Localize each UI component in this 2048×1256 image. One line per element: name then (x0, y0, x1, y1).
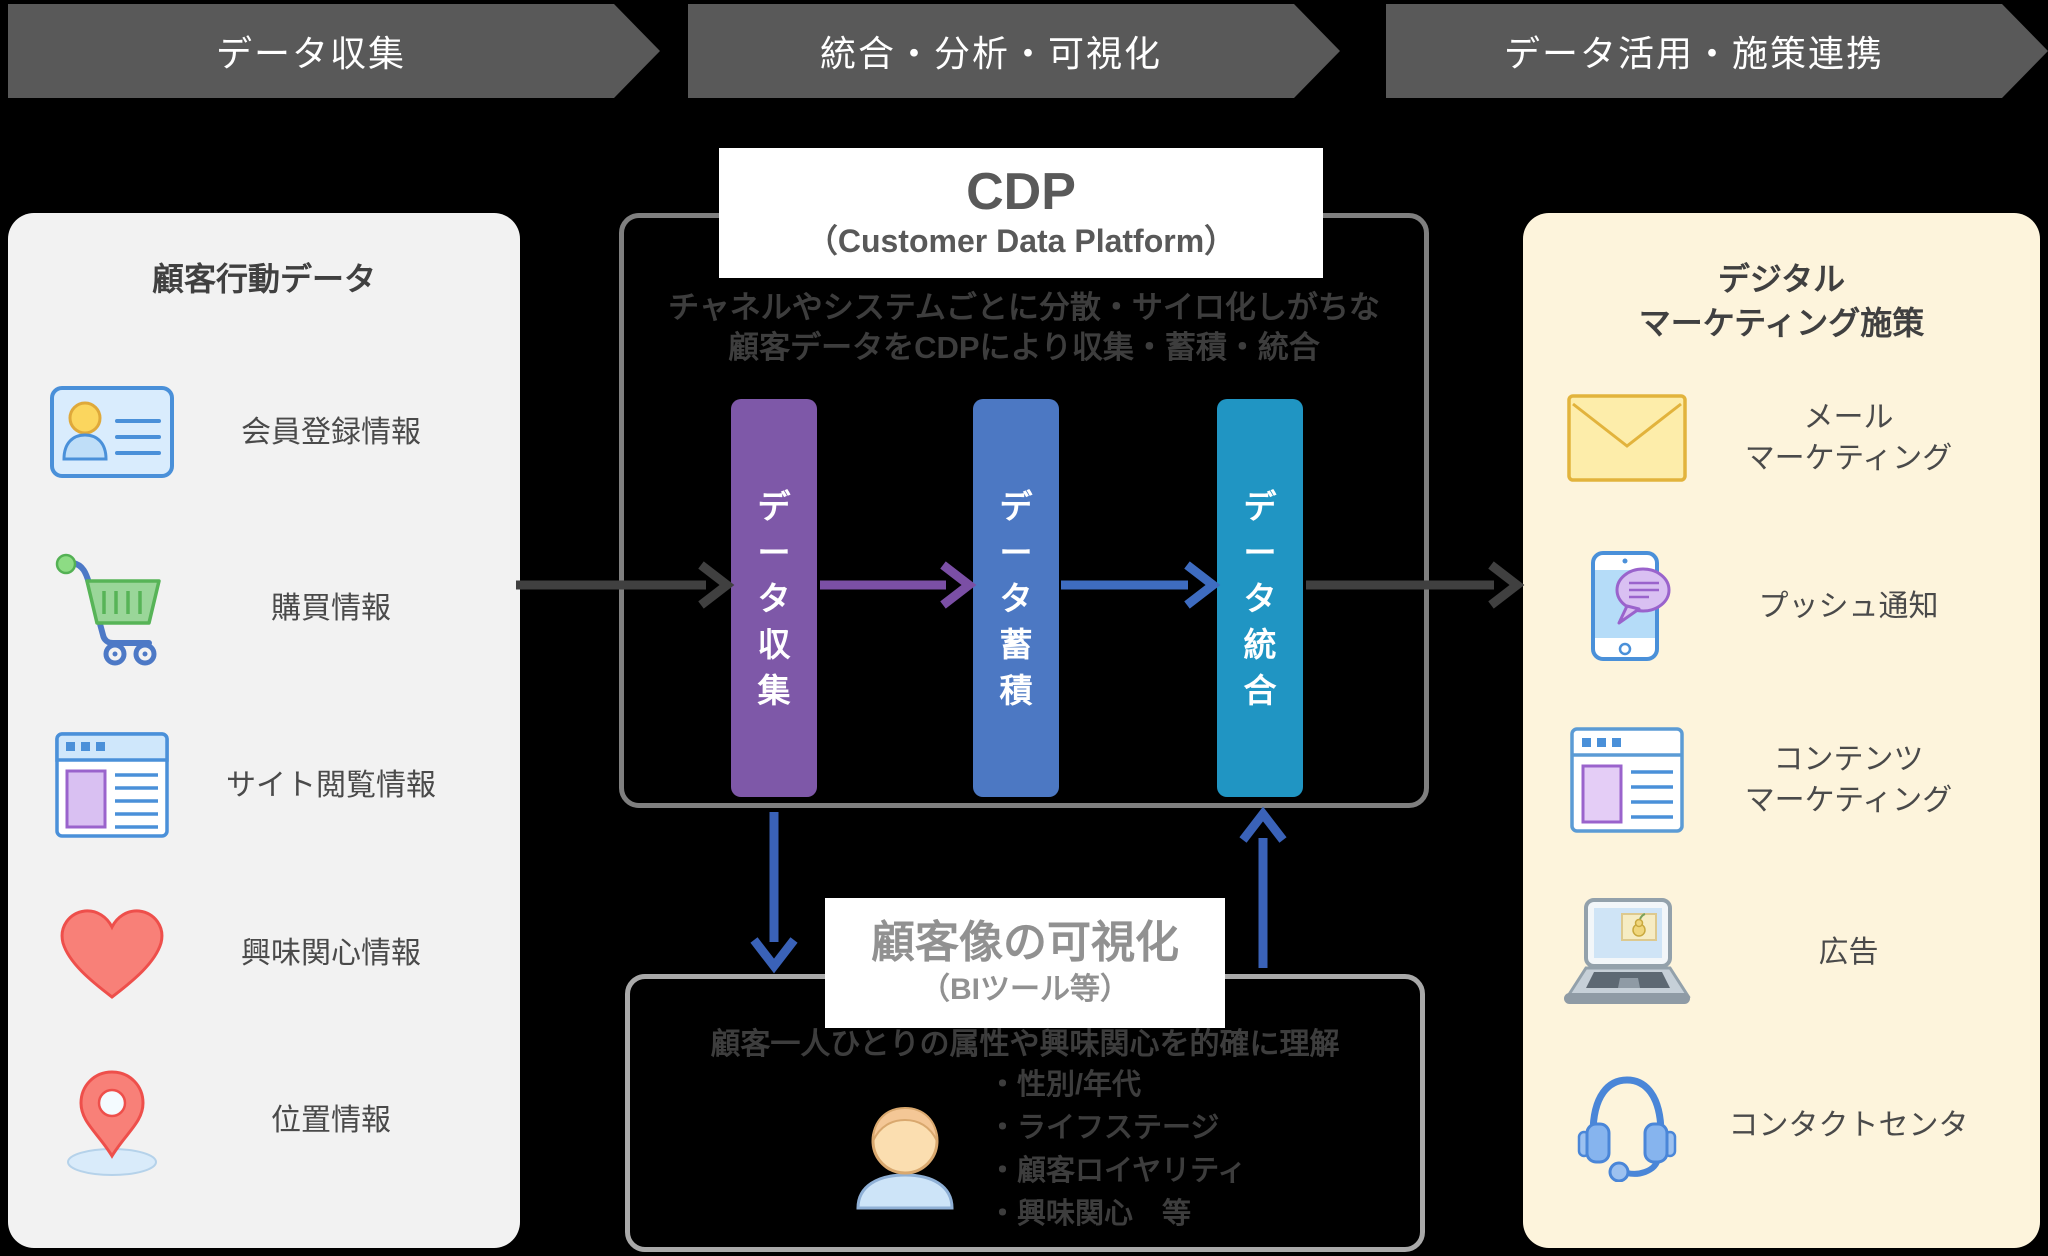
shopping-cart-icon (55, 553, 161, 666)
list-item-purchase-info: 購買情報 (36, 538, 502, 678)
cdp-description-line2: 顧客データをCDPにより収集・蓄積・統合 (728, 330, 1320, 365)
id-card-icon (50, 386, 174, 478)
map-pin-icon (67, 1070, 157, 1176)
pillar-data-storage: データ蓄積 (973, 399, 1059, 797)
item-label: プッシュ通知 (1758, 589, 1939, 623)
list-item-push-notification: プッシュ通知 (1551, 536, 2022, 676)
list-item-content-marketing: コンテンツ マーケティング (1551, 710, 2022, 850)
banner-label: データ活用・施策連携 (1503, 33, 1884, 74)
item-label: サイト閲覧情報 (226, 768, 436, 802)
pillar-data-collection: データ収集 (731, 399, 817, 797)
item-label: 広告 (1818, 935, 1879, 969)
item-label: 購買情報 (271, 591, 391, 625)
headset-icon (1577, 1076, 1677, 1182)
banner-label: データ収集 (215, 33, 406, 74)
list-item-site-browsing: サイト閲覧情報 (36, 715, 502, 855)
item-label: コンタクトセンタ (1728, 1108, 1969, 1142)
visualization-title-box: 顧客像の可視化 （BIツール等） (825, 898, 1225, 1028)
banner-integration-analysis: 統合・分析・可視化 (688, 4, 1340, 98)
push-notification-icon (1591, 551, 1671, 661)
arrow-visualization-to-cdp (1239, 806, 1287, 968)
left-panel-title: 顧客行動データ (151, 261, 376, 297)
cdp-description-line1: チャネルやシステムごとに分散・サイロ化しがちな (668, 290, 1380, 325)
right-panel-digital-marketing: デジタル マーケティング施策 メール マーケティング (1523, 213, 2040, 1248)
list-item: ・性別/年代 (988, 1069, 1142, 1101)
item-label: 会員登録情報 (241, 415, 421, 449)
person-icon (856, 1106, 954, 1210)
cdp-title-box: CDP （Customer Data Platform） (719, 148, 1323, 278)
mail-icon (1567, 394, 1687, 482)
list-item-advertising: 広告 (1551, 882, 2022, 1022)
persona-attribute-list: ・性別/年代 ・ライフステージ ・顧客ロイヤリティ ・興味関心 等 (988, 1064, 1246, 1236)
laptop-ad-icon (1564, 898, 1691, 1004)
right-panel-title: デジタル マーケティング施策 (1638, 261, 1925, 341)
banner-label: 統合・分析・可視化 (819, 33, 1162, 74)
banner-data-collection: データ収集 (8, 4, 660, 98)
item-label: メール マーケティング (1744, 401, 1953, 475)
heart-icon (60, 909, 164, 999)
item-label: 位置情報 (271, 1103, 391, 1137)
list-item-interest-info: 興味関心情報 (36, 883, 502, 1023)
visualization-description: 顧客一人ひとりの属性や興味関心を的確に理解 (710, 1028, 1340, 1061)
list-item: ・ライフステージ (988, 1112, 1220, 1144)
left-panel-customer-behavior-data: 顧客行動データ 会員登録情報 (8, 213, 520, 1248)
list-item-contact-center: コンタクトセンタ (1551, 1055, 2022, 1195)
visualization-title: 顧客像の可視化 (871, 918, 1179, 967)
item-label: 興味関心情報 (241, 936, 421, 970)
browser-icon (55, 732, 169, 838)
pillar-data-unification: データ統合 (1217, 399, 1303, 797)
list-item: ・興味関心 等 (988, 1198, 1192, 1230)
item-label: コンテンツ マーケティング (1744, 743, 1953, 817)
content-browser-icon (1570, 727, 1684, 833)
list-item-mail-marketing: メール マーケティング (1551, 368, 2022, 508)
list-item: ・顧客ロイヤリティ (988, 1155, 1247, 1187)
list-item-location-info: 位置情報 (36, 1050, 502, 1190)
cdp-title: CDP (966, 163, 1076, 221)
arrow-cdp-to-visualization (750, 812, 798, 974)
visualization-subtitle: （BIツール等） (920, 973, 1130, 1006)
cdp-description: チャネルやシステムごとに分散・サイロ化しがちな 顧客データをCDPにより収集・蓄… (619, 288, 1429, 368)
list-item-member-registration: 会員登録情報 (36, 362, 502, 502)
cdp-subtitle: （Customer Data Platform） (805, 223, 1237, 259)
banner-data-utilization: データ活用・施策連携 (1386, 4, 2048, 98)
